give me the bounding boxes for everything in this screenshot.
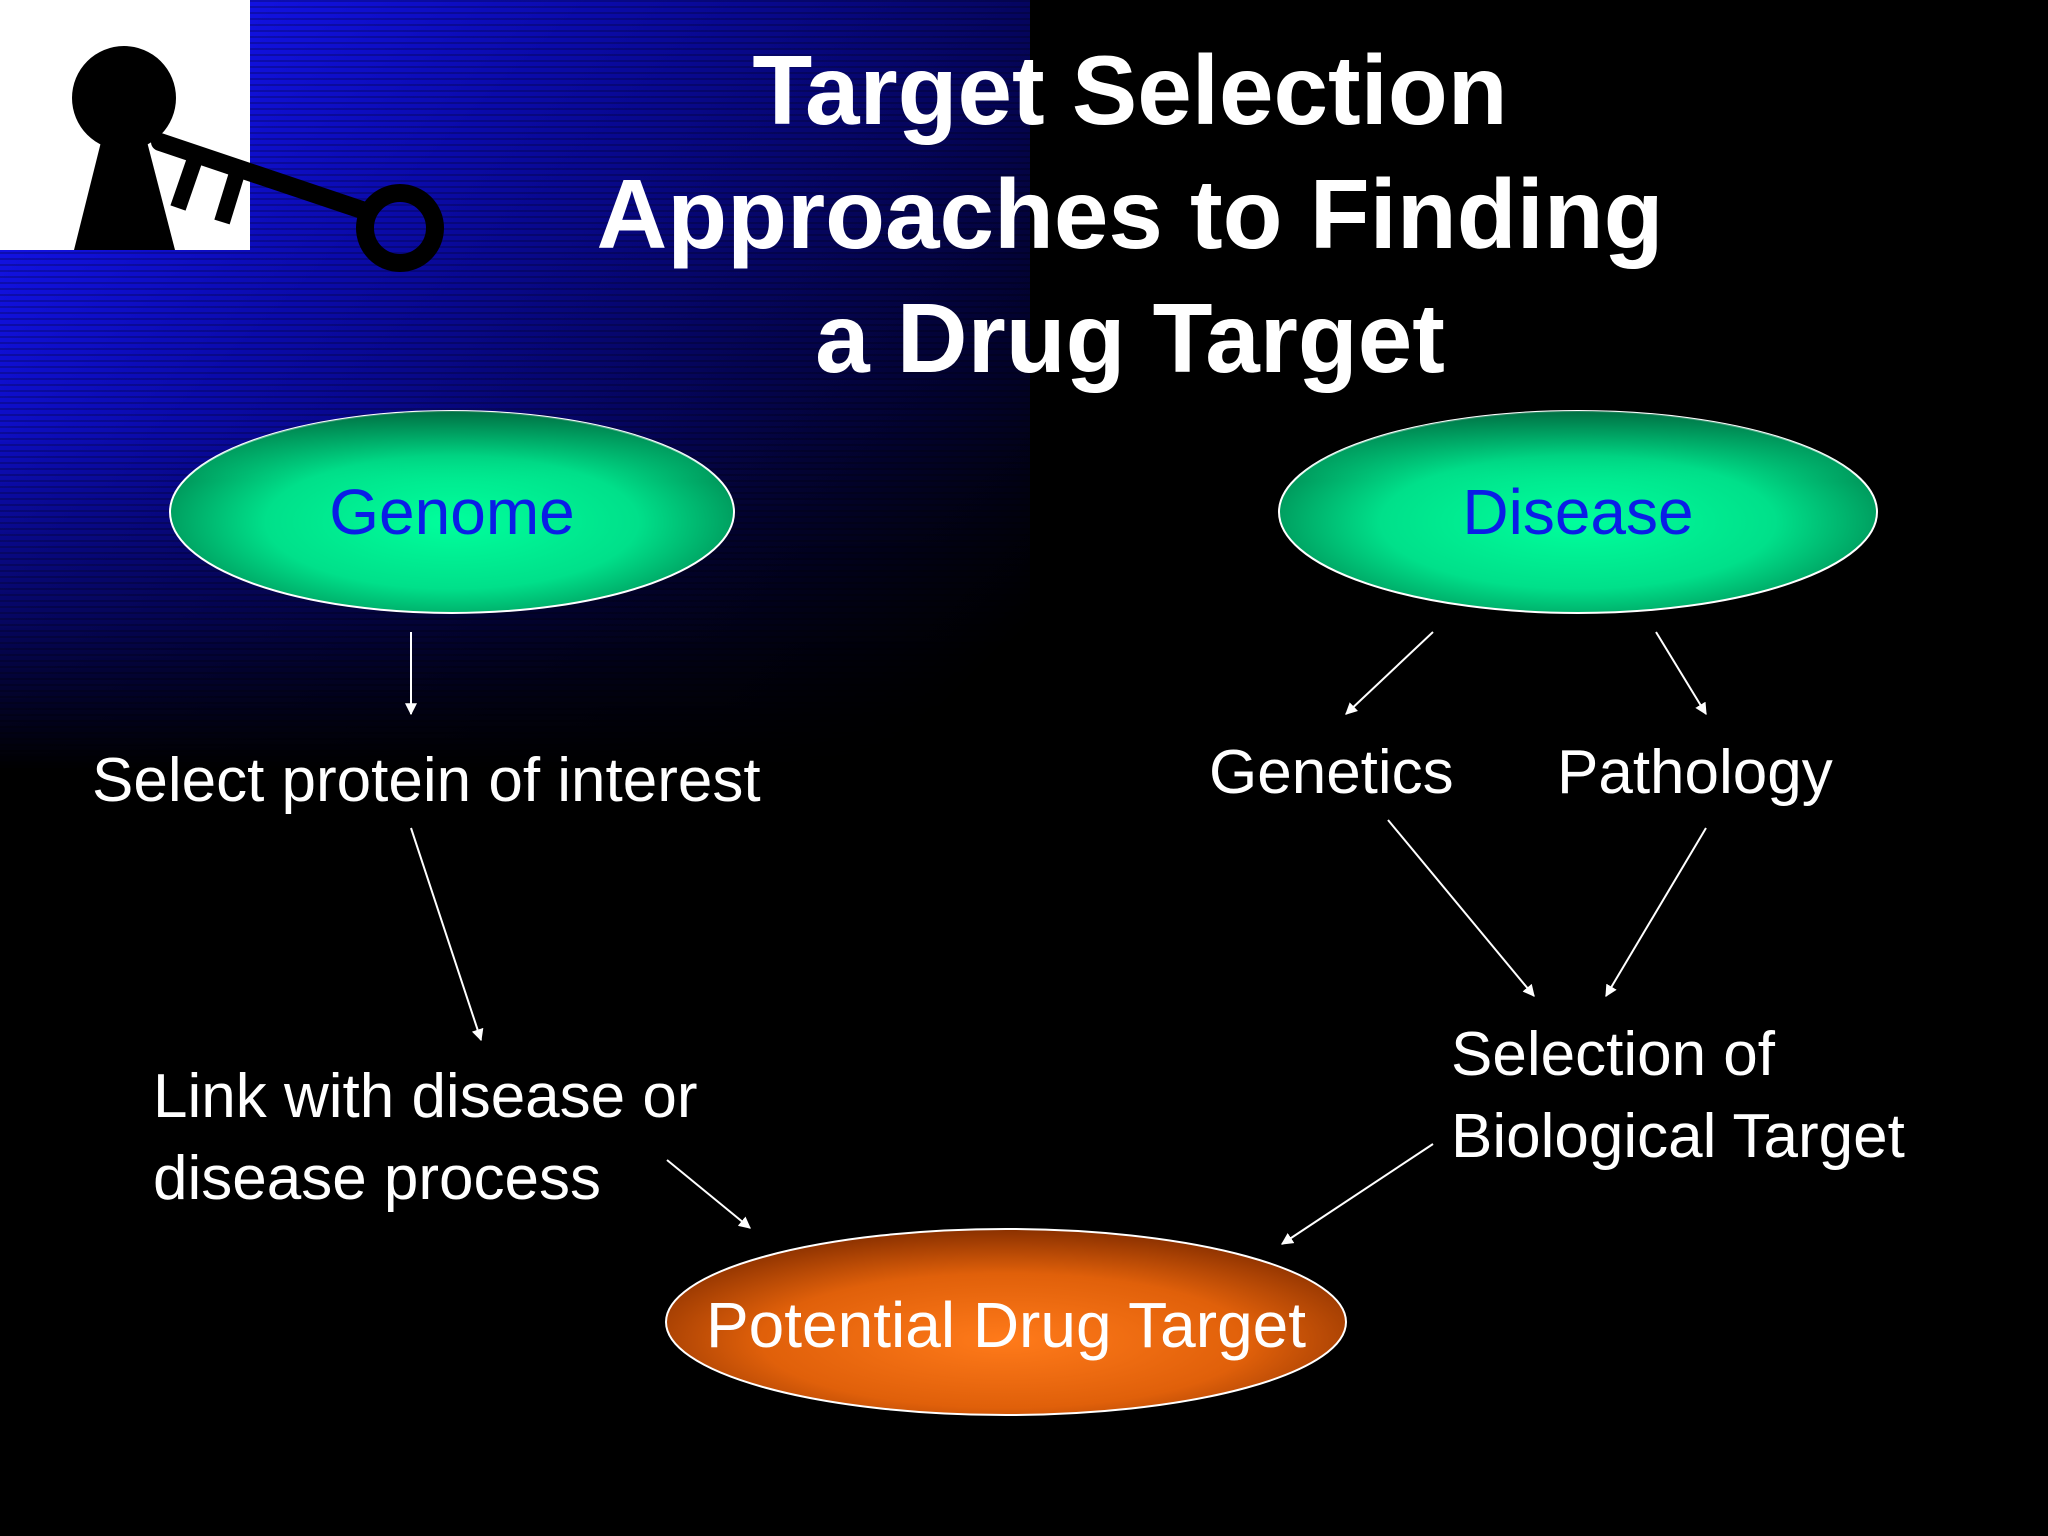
- genome-label: Genome: [329, 476, 575, 548]
- keyhole-and-key-icon: [0, 0, 444, 272]
- selection-line-2: Biological Target: [1451, 1102, 1905, 1171]
- arrow-pathology-to-selection: [1605, 827, 1707, 998]
- potential-target-ellipse: [665, 1228, 1347, 1416]
- arrow-disease-to-genetics: [1345, 631, 1434, 715]
- potential-target-label: Potential Drug Target: [705, 1289, 1307, 1361]
- genetics-label: Genetics: [1209, 738, 1454, 807]
- disease-label: Disease: [1462, 476, 1694, 548]
- slide-title: Target Selection Approaches to Finding a…: [450, 28, 1810, 400]
- genome-ellipse: [169, 410, 735, 614]
- arrow-link-to-potential: [666, 1159, 751, 1229]
- title-line-1: Target Selection: [752, 35, 1508, 145]
- link-line-1: Link with disease or: [153, 1062, 698, 1131]
- arrow-selection-to-potential: [1280, 1143, 1434, 1245]
- disease-ellipse: [1278, 410, 1878, 614]
- title-line-2: Approaches to Finding: [596, 159, 1664, 269]
- link-with-disease-label: Link with disease or disease process: [153, 1056, 698, 1220]
- pathology-label: Pathology: [1557, 738, 1833, 807]
- title-line-3: a Drug Target: [815, 283, 1445, 393]
- arrow-select-to-link: [410, 827, 484, 1042]
- link-line-2: disease process: [153, 1144, 602, 1213]
- arrow-genetics-to-selection: [1387, 819, 1535, 997]
- select-protein-label: Select protein of interest: [92, 746, 761, 815]
- selection-of-target-label: Selection of Biological Target: [1451, 1014, 1905, 1178]
- selection-line-1: Selection of: [1451, 1020, 1775, 1089]
- arrow-disease-to-pathology: [1655, 631, 1707, 716]
